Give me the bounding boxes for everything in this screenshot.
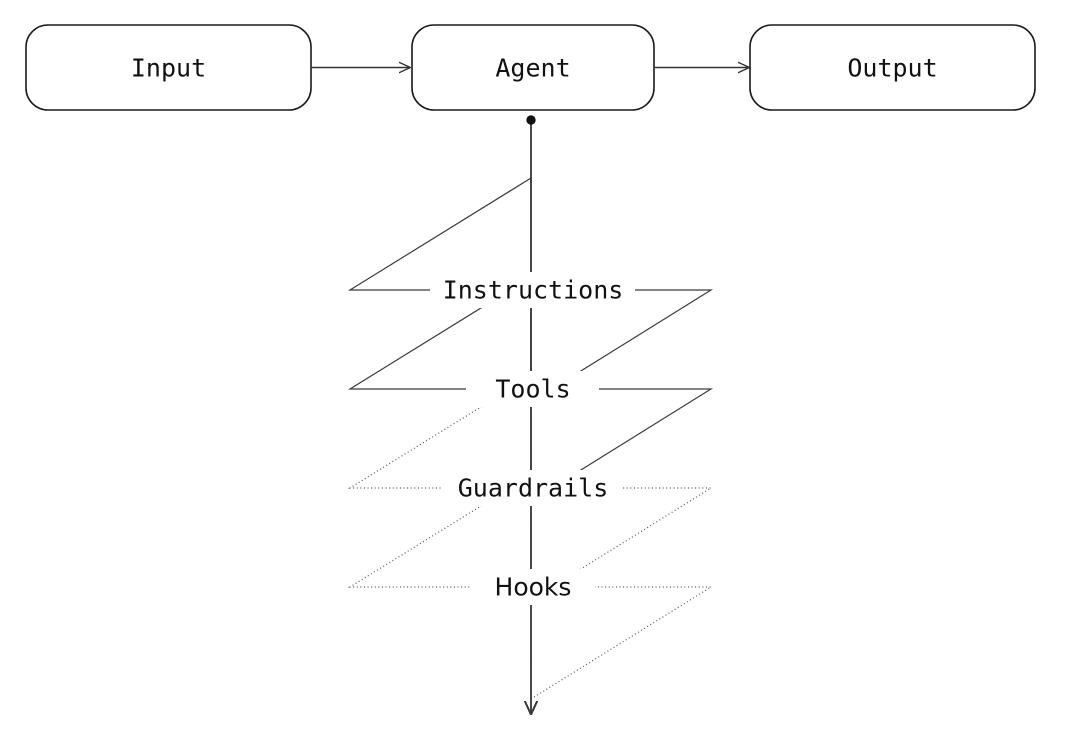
hooks-label: Hooks (495, 573, 572, 602)
tools-label-plate (466, 371, 599, 407)
connector-start-dot-overlay (526, 115, 536, 125)
spine-overlay-segments (526, 115, 535, 714)
input-label: Input (131, 54, 206, 83)
flow-node-input[interactable]: Input (25, 24, 312, 111)
hooks-label-plate (471, 569, 595, 605)
guardrails-label: Guardrails (458, 474, 609, 503)
instructions-label-group: Instructions (430, 272, 635, 308)
guardrails-label-group: Guardrails (443, 470, 623, 506)
instructions-label-plate (430, 272, 635, 308)
flow-node-output[interactable]: Output (749, 24, 1036, 111)
tools-label: Tools (495, 375, 570, 404)
guardrails-label-plate (443, 470, 623, 506)
instructions-label: Instructions (443, 276, 624, 305)
output-box-shape (749, 24, 1036, 111)
agent-label: Agent (495, 54, 570, 83)
output-label: Output (847, 54, 937, 83)
flow-node-agent[interactable]: Agent (411, 24, 655, 111)
hooks-label-group: Hooks (471, 569, 595, 605)
agent-box-shape (411, 24, 655, 111)
tools-label-group: Tools (466, 371, 599, 407)
